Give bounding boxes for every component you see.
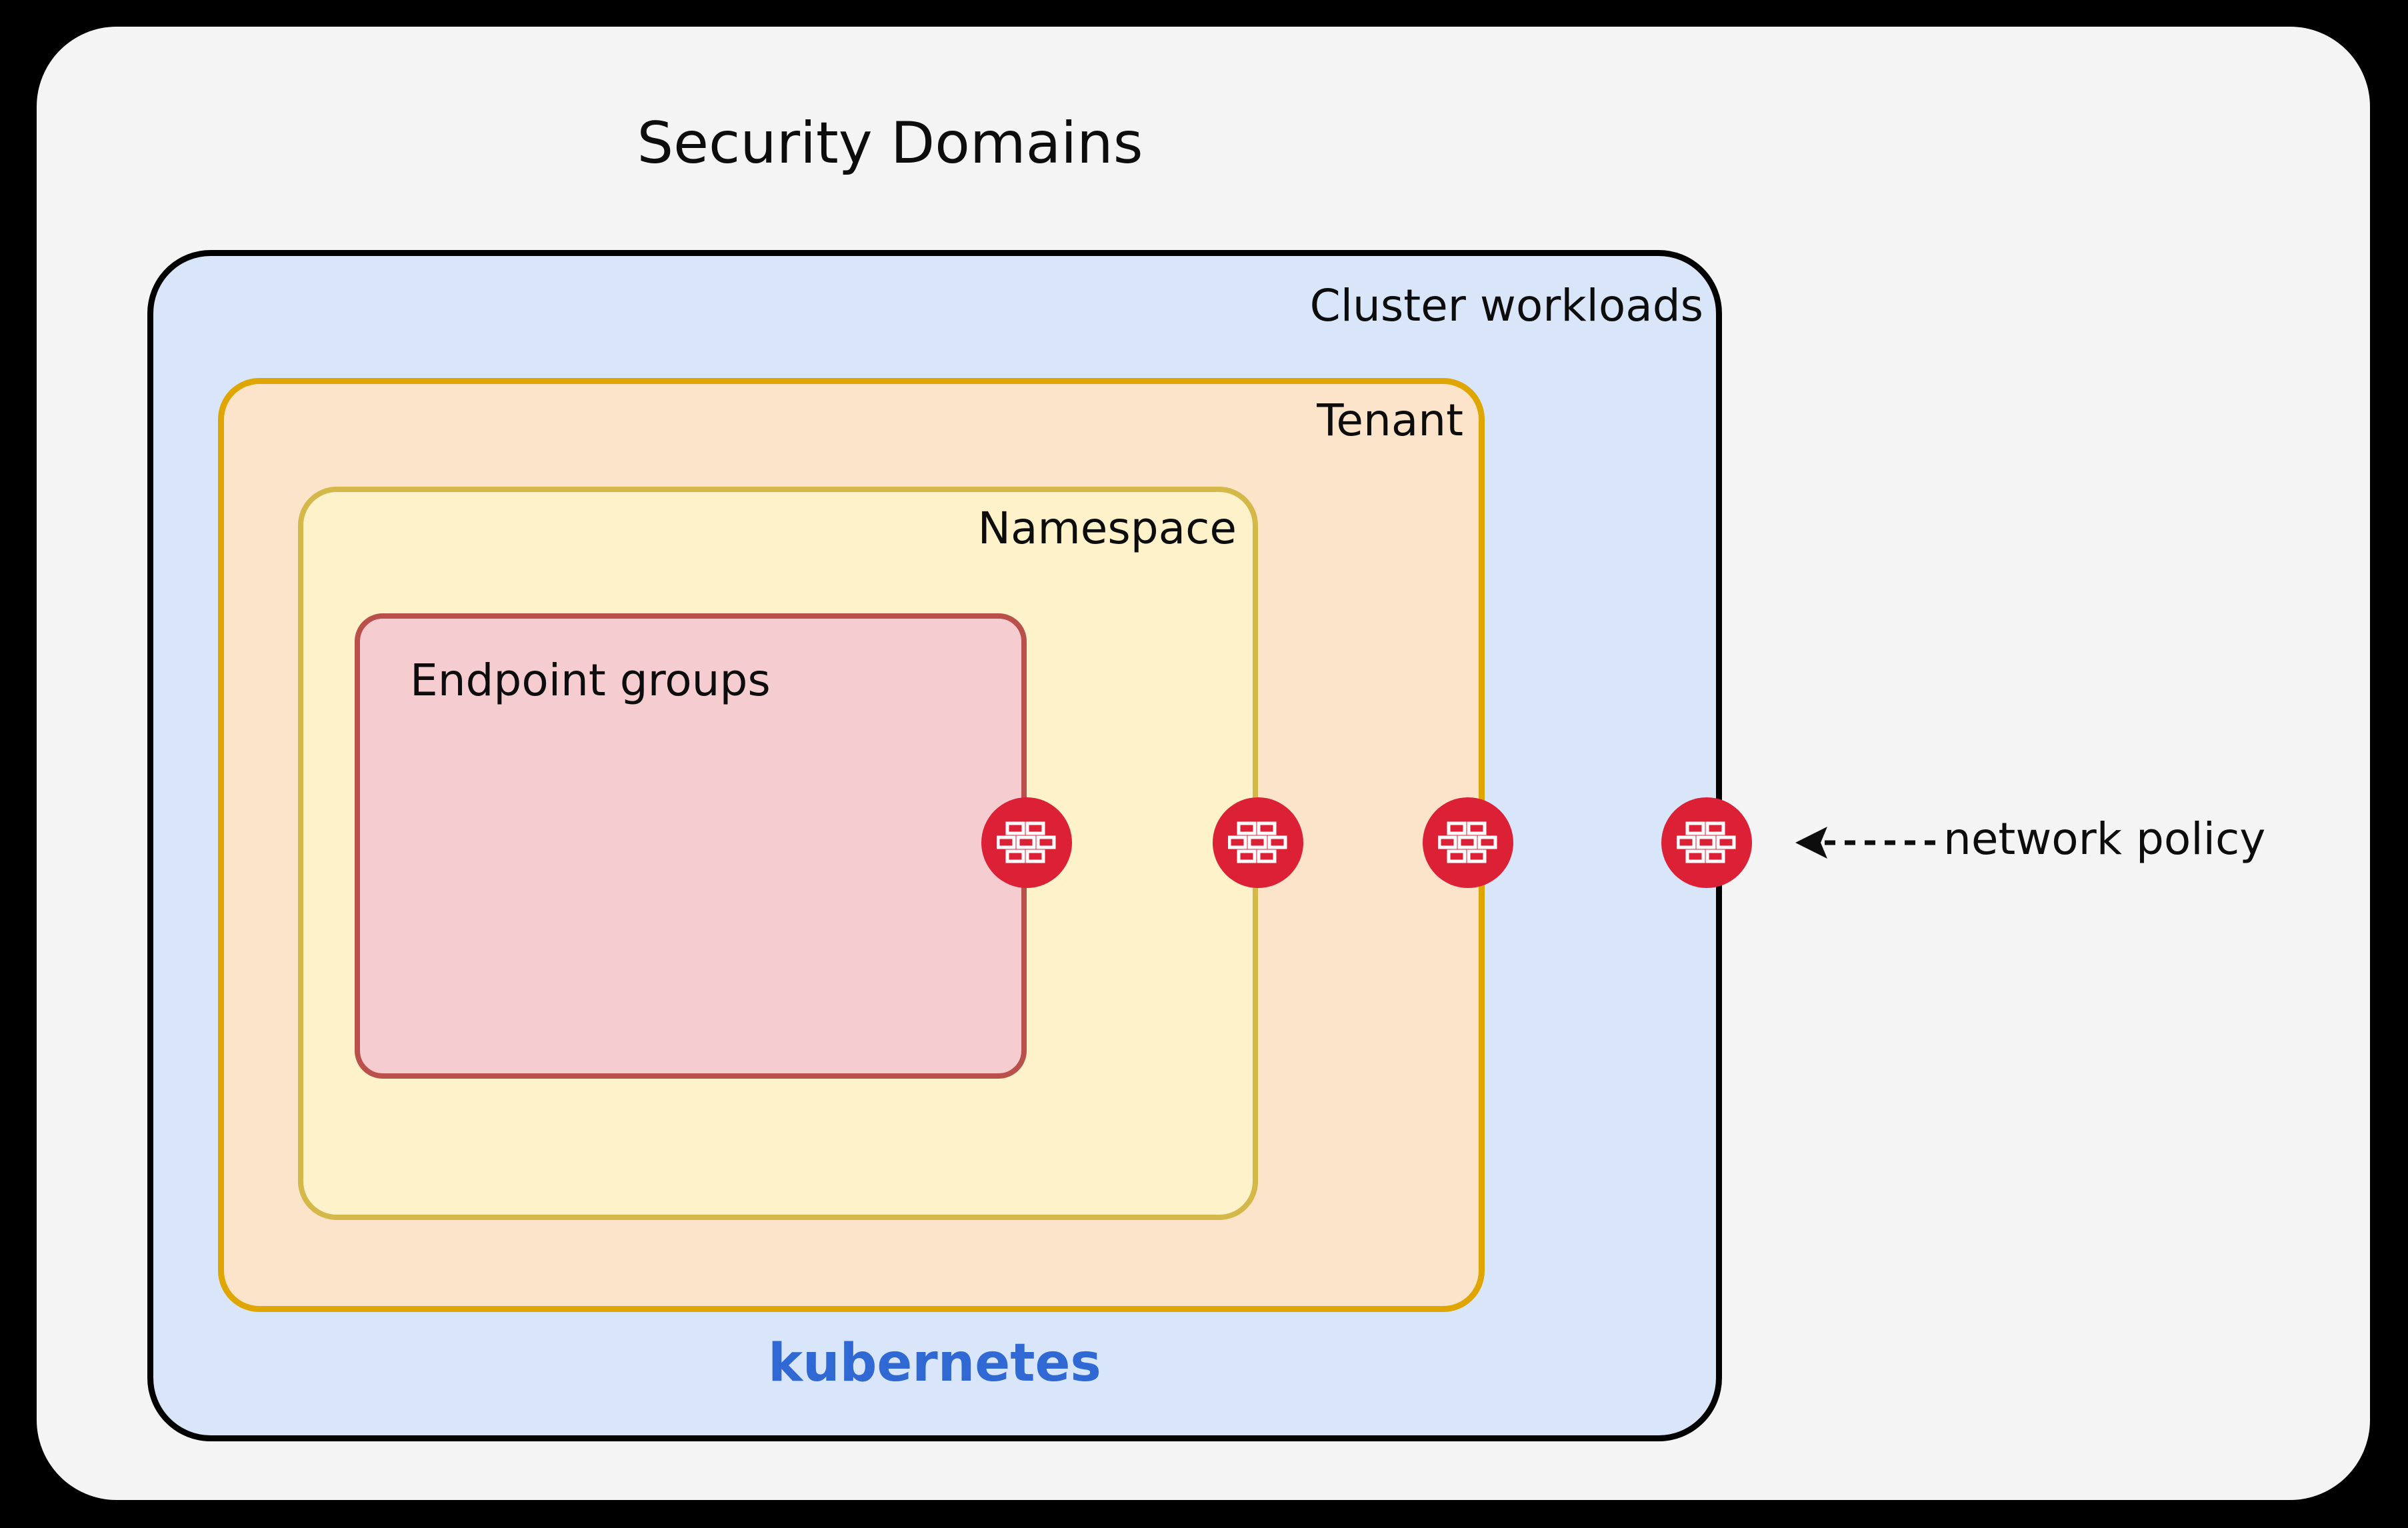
network-policy-label: network policy — [1943, 813, 2266, 865]
firewall-badge-namespace[interactable] — [1213, 797, 1303, 888]
kubernetes-wordmark: kubernetes — [768, 1333, 1101, 1393]
domain-label-tenant: Tenant — [1317, 395, 1463, 446]
outer-panel: Security Domains Cluster workloads Tenan… — [37, 27, 2370, 1500]
firewall-icon — [1438, 821, 1497, 863]
firewall-badge-endpoint-groups[interactable] — [981, 797, 1072, 888]
page-title: Security Domains — [637, 110, 1143, 177]
firewall-icon — [1228, 821, 1287, 863]
firewall-badge-tenant[interactable] — [1423, 797, 1513, 888]
firewall-icon — [997, 821, 1056, 863]
domain-label-endpoint-groups: Endpoint groups — [410, 655, 771, 706]
domain-box-endpoint-groups[interactable] — [355, 613, 1027, 1079]
network-policy-arrow-icon — [1795, 827, 1937, 859]
domain-label-cluster-workloads: Cluster workloads — [1309, 280, 1703, 331]
domain-label-namespace: Namespace — [977, 503, 1237, 554]
firewall-icon — [1677, 821, 1736, 863]
firewall-badge-cluster-workloads[interactable] — [1661, 797, 1752, 888]
